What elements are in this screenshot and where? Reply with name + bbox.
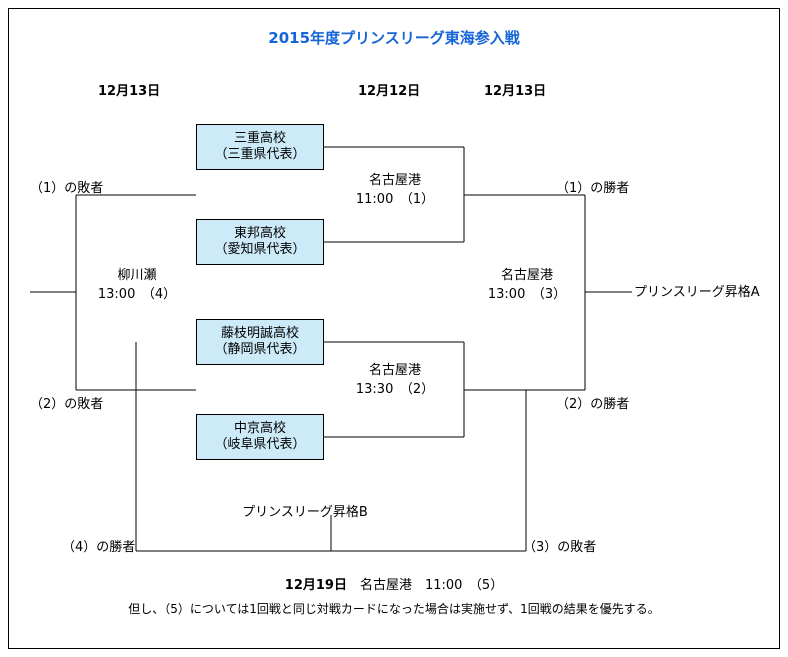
team-box-toho: 東邦高校 （愛知県代表）	[196, 219, 324, 265]
team-qualifier: （岐阜県代表）	[214, 437, 306, 452]
promotion-b-label: プリンスリーグ昇格B	[242, 505, 368, 520]
label-match1-loser: （1）の敗者	[30, 181, 104, 196]
team-name: 中京高校	[233, 420, 286, 436]
label-match4-winner: （4）の勝者	[62, 540, 136, 555]
team-box-chukyo: 中京高校 （岐阜県代表）	[196, 414, 324, 460]
team-name: 三重高校	[233, 130, 286, 146]
label-match2-winner: （2）の勝者	[556, 397, 630, 412]
team-name: 東邦高校	[233, 225, 286, 241]
label-match2-loser: （2）の敗者	[30, 397, 104, 412]
date-header-right: 12月13日	[484, 84, 547, 99]
match-time: 13:00 （3）	[487, 286, 567, 302]
team-name: 藤枝明誠高校	[220, 325, 299, 341]
page-title: 2015年度プリンスリーグ東海参入戦	[268, 29, 520, 47]
match-label-1: 名古屋港 11:00 （1）	[330, 172, 460, 210]
match-venue: 名古屋港	[368, 363, 421, 378]
footer-date: 12月19日	[284, 578, 347, 593]
match-time: 11:00 （1）	[355, 191, 435, 207]
team-qualifier: （三重県代表）	[214, 147, 306, 162]
footer-detail: 名古屋港 11:00 （5）	[346, 578, 504, 593]
match-venue: 名古屋港	[368, 173, 421, 188]
label-match3-loser: （3）の敗者	[523, 540, 597, 555]
promotion-a-label: プリンスリーグ昇格A	[634, 285, 760, 300]
footer-note: 但し、（5）については1回戦と同じ対戦カードになった場合は実施せず、1回戦の結果…	[128, 602, 660, 616]
match-label-4: 柳川瀬 13:00 （4）	[72, 267, 202, 305]
date-header-left: 12月13日	[98, 84, 161, 99]
match-label-3: 名古屋港 13:00 （3）	[462, 267, 592, 305]
match-label-2: 名古屋港 13:30 （2）	[330, 362, 460, 400]
team-qualifier: （愛知県代表）	[214, 242, 306, 257]
label-match1-winner: （1）の勝者	[556, 181, 630, 196]
team-qualifier: （静岡県代表）	[214, 342, 306, 357]
match-time: 13:30 （2）	[355, 381, 435, 397]
match-venue: 名古屋港	[500, 268, 553, 283]
footer-playoff-info: 12月19日 名古屋港 11:00 （5）	[0, 574, 788, 593]
date-header-middle: 12月12日	[358, 84, 421, 99]
team-box-fujieda-meisei: 藤枝明誠高校 （静岡県代表）	[196, 319, 324, 365]
match-venue: 柳川瀬	[117, 268, 157, 283]
match-time: 13:00 （4）	[97, 286, 177, 302]
team-box-mie: 三重高校 （三重県代表）	[196, 124, 324, 170]
